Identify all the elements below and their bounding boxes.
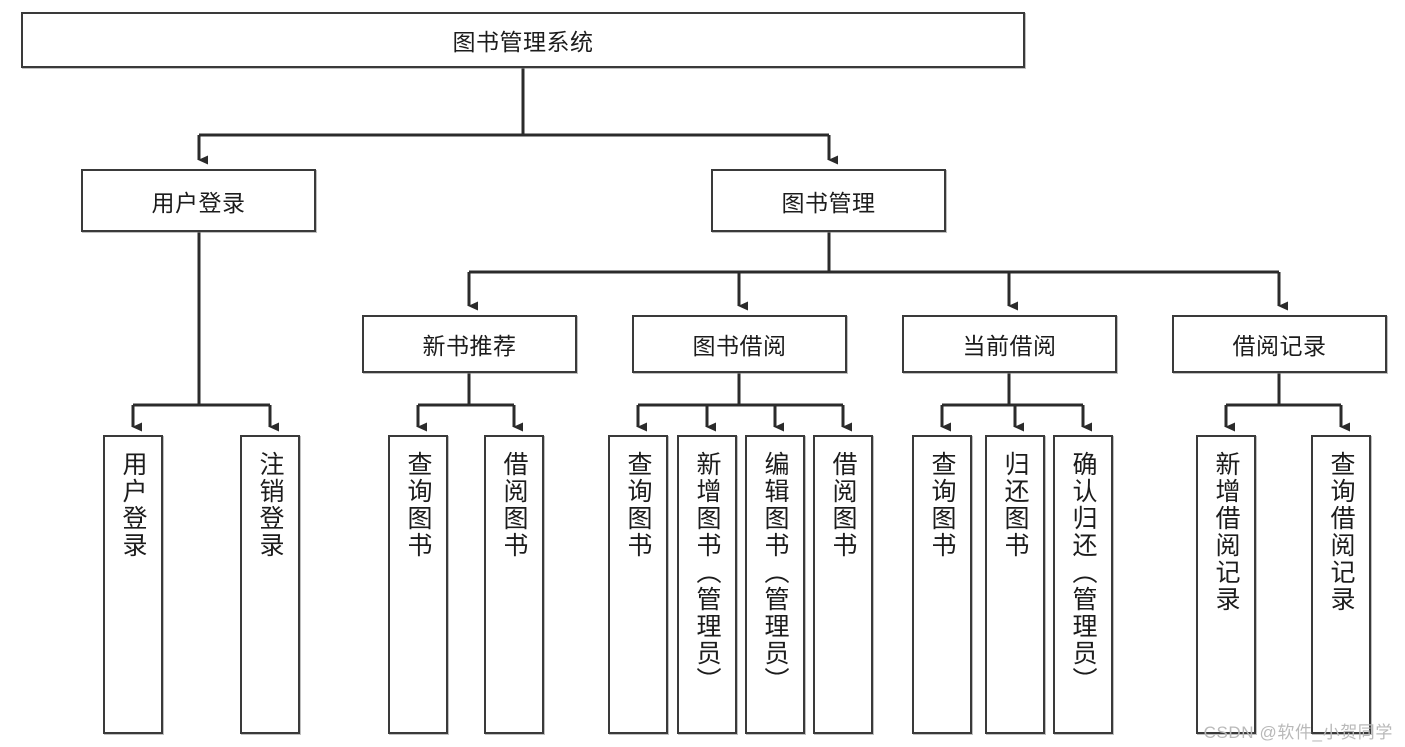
node-leaf-edit-book[interactable]: 编辑图书（管理员） — [745, 435, 805, 734]
node-new-book-rec[interactable]: 新书推荐 — [362, 315, 577, 373]
node-current-borrow[interactable]: 当前借阅 — [902, 315, 1117, 373]
node-leaf-query-record[interactable]: 查询借阅记录 — [1311, 435, 1371, 734]
node-leaf-add-record[interactable]: 新增借阅记录 — [1196, 435, 1256, 734]
node-leaf-add-record-label: 新增借阅记录 — [1212, 451, 1240, 613]
node-root[interactable]: 图书管理系统 — [21, 12, 1025, 68]
watermark: CSDN @软件_小贺同学 — [1203, 723, 1393, 742]
node-leaf-borrow-book-1[interactable]: 借阅图书 — [484, 435, 544, 734]
node-book-manage[interactable]: 图书管理 — [711, 169, 946, 232]
node-book-manage-label: 图书管理 — [781, 189, 876, 216]
node-leaf-user-login[interactable]: 用户登录 — [103, 435, 163, 734]
node-leaf-user-login-label: 用户登录 — [119, 451, 147, 559]
node-leaf-query-book-2[interactable]: 查询图书 — [608, 435, 668, 734]
node-leaf-user-logout-label: 注销登录 — [256, 451, 284, 559]
node-leaf-query-book-1[interactable]: 查询图书 — [388, 435, 448, 734]
node-book-borrow[interactable]: 图书借阅 — [632, 315, 847, 373]
node-leaf-borrow-book-2-label: 借阅图书 — [829, 451, 857, 559]
node-leaf-borrow-book-2[interactable]: 借阅图书 — [813, 435, 873, 734]
node-leaf-query-book-3[interactable]: 查询图书 — [912, 435, 972, 734]
node-book-borrow-label: 图书借阅 — [692, 333, 787, 359]
node-leaf-borrow-book-1-label: 借阅图书 — [500, 451, 528, 559]
node-leaf-confirm-return[interactable]: 确认归还（管理员） — [1053, 435, 1113, 734]
node-leaf-return-book-label: 归还图书 — [1001, 451, 1029, 559]
node-leaf-user-logout[interactable]: 注销登录 — [240, 435, 300, 734]
node-borrow-record[interactable]: 借阅记录 — [1172, 315, 1387, 373]
node-leaf-add-book-label: 新增图书（管理员） — [693, 451, 721, 694]
node-leaf-return-book[interactable]: 归还图书 — [985, 435, 1045, 734]
node-current-borrow-label: 当前借阅 — [962, 333, 1057, 359]
node-user-login-label: 用户登录 — [151, 189, 246, 216]
node-new-book-rec-label: 新书推荐 — [422, 333, 517, 359]
node-root-label: 图书管理系统 — [452, 29, 594, 55]
node-leaf-query-record-label: 查询借阅记录 — [1327, 451, 1355, 613]
node-leaf-query-book-3-label: 查询图书 — [928, 451, 956, 559]
node-leaf-confirm-return-label: 确认归还（管理员） — [1069, 451, 1097, 694]
node-user-login[interactable]: 用户登录 — [81, 169, 316, 232]
node-leaf-query-book-1-label: 查询图书 — [404, 451, 432, 559]
node-borrow-record-label: 借阅记录 — [1232, 333, 1327, 359]
node-leaf-add-book[interactable]: 新增图书（管理员） — [677, 435, 737, 734]
node-leaf-query-book-2-label: 查询图书 — [624, 451, 652, 559]
node-leaf-edit-book-label: 编辑图书（管理员） — [761, 451, 789, 694]
